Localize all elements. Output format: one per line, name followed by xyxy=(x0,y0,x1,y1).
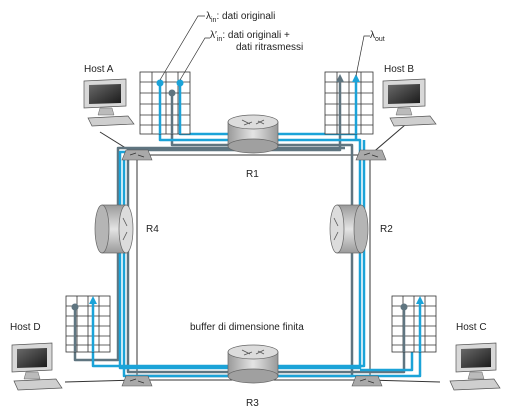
legend-lambda-in-prime: λ′in: dati originali + xyxy=(210,30,290,43)
flow-endpoints xyxy=(71,74,424,311)
router-r3 xyxy=(227,344,279,384)
router-r4-label: R4 xyxy=(146,224,159,235)
host-c-label: Host C xyxy=(456,322,487,333)
host-b-computer-icon xyxy=(382,78,437,127)
buffer-host-d xyxy=(65,295,111,353)
switch-bottom-left xyxy=(121,375,153,387)
host-a-computer-icon xyxy=(83,78,135,127)
router-r3-label: R3 xyxy=(246,398,259,409)
router-r1 xyxy=(227,114,279,154)
router-r1-label: R1 xyxy=(246,169,259,180)
host-b-label: Host B xyxy=(384,64,414,75)
buffer-label: buffer di dimensione finita xyxy=(190,322,304,333)
legend-lambda-in: λin: dati originali xyxy=(206,11,275,24)
legend-leaders xyxy=(159,15,370,81)
host-d-label: Host D xyxy=(10,322,41,333)
router-r4 xyxy=(94,204,134,254)
legend-lambda-in-prime-line2: dati ritrasmessi xyxy=(236,42,303,53)
buffer-host-b xyxy=(324,71,374,135)
legend-lambda-out: λout xyxy=(370,30,385,43)
host-c-computer-icon xyxy=(449,342,501,391)
switch-bottom-right xyxy=(351,375,383,387)
buffer-host-c xyxy=(391,295,437,353)
router-r2 xyxy=(329,204,369,254)
router-r2-label: R2 xyxy=(380,224,393,235)
switch-top-left xyxy=(121,149,153,161)
switch-top-right xyxy=(355,149,387,161)
host-d-computer-icon xyxy=(11,342,63,391)
host-a-label: Host A xyxy=(84,64,114,75)
buffer-flow-markers xyxy=(73,78,422,352)
